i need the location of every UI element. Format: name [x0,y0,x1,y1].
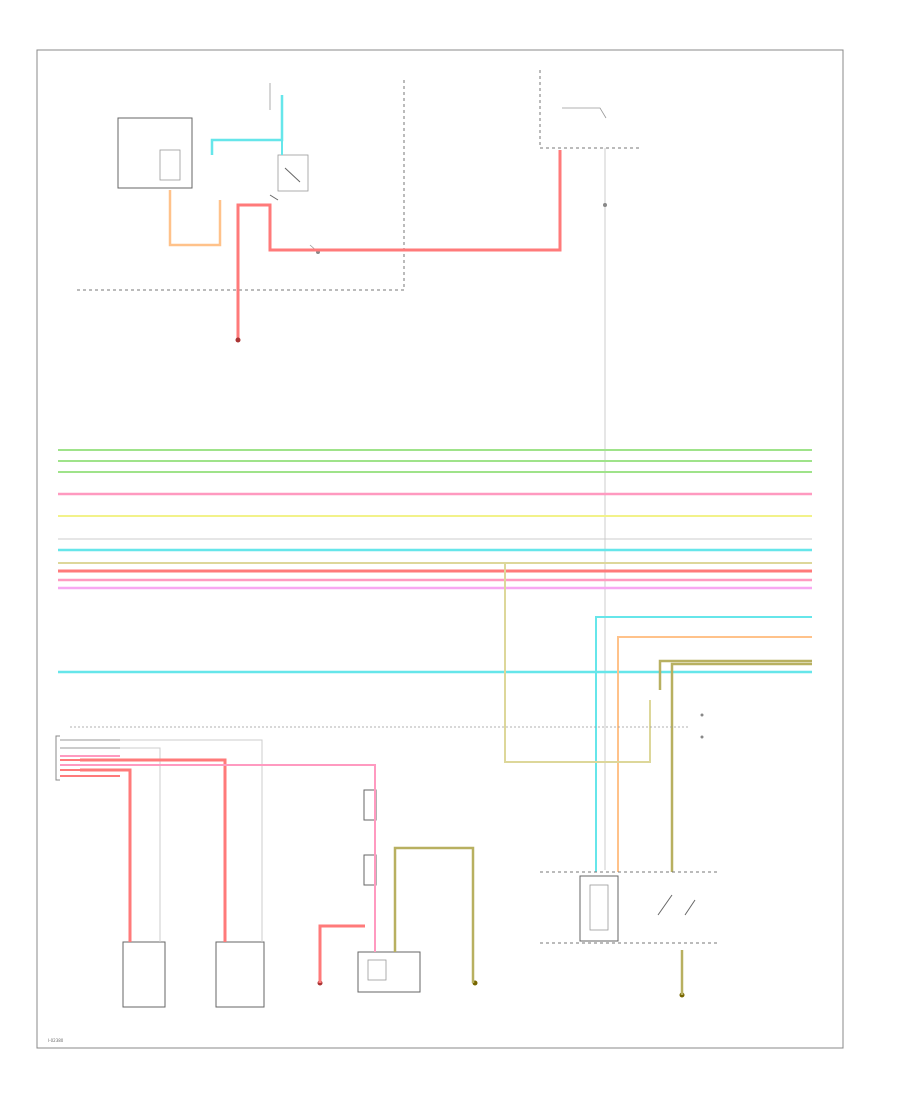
connector-dot-right [603,203,607,207]
wire-gray-mid [80,739,263,942]
panel-unit [579,875,619,942]
legend-dot-1 [700,713,704,717]
module-box-left [117,117,193,189]
wire-orange-drop [617,636,812,872]
upper-left-wires [168,95,562,340]
module-inner [159,149,181,181]
upper-right-group [539,70,640,870]
relay-switch [269,167,301,201]
wire-cyan-drop [595,616,812,872]
footer-code: I-02380 [48,1038,64,1043]
diagram-frame [36,49,844,1049]
wire-tan-loop [80,562,651,763]
fuse-box-border [77,80,405,291]
relay-unit [367,959,387,981]
wire-olive-drop [658,659,812,690]
switch-panel-border [540,871,720,944]
lower-right-group [540,871,720,995]
lower-left-wires [80,739,475,983]
panel-inner [589,884,609,931]
wire-red-left [80,768,132,942]
wire-pink-switch [80,764,376,952]
bus-wires [58,449,812,674]
wire-red-mid [80,758,227,942]
wire-olive-drop2 [670,662,812,872]
wire-tan-bottom [393,846,475,983]
upper-left-group [77,80,405,291]
wire-cyan-top [210,95,284,155]
junction-inner [562,107,607,119]
sensor-terminal [235,337,241,343]
sensor-left [235,337,241,343]
connector-bracket [55,735,60,781]
panel-switch [657,894,696,916]
control-unit-left [122,941,166,1008]
control-unit-right [357,951,421,993]
connector-stack [55,735,120,781]
control-unit-middle [215,941,265,1008]
wire-red-main [236,150,562,340]
wire-red-ground [318,924,365,983]
relay-box [277,154,309,192]
right-drops [70,562,812,872]
wire-orange-left [168,190,222,247]
wire-gray-left [80,747,161,942]
legend-dot-2 [700,735,704,739]
junction-box-border [539,70,640,149]
